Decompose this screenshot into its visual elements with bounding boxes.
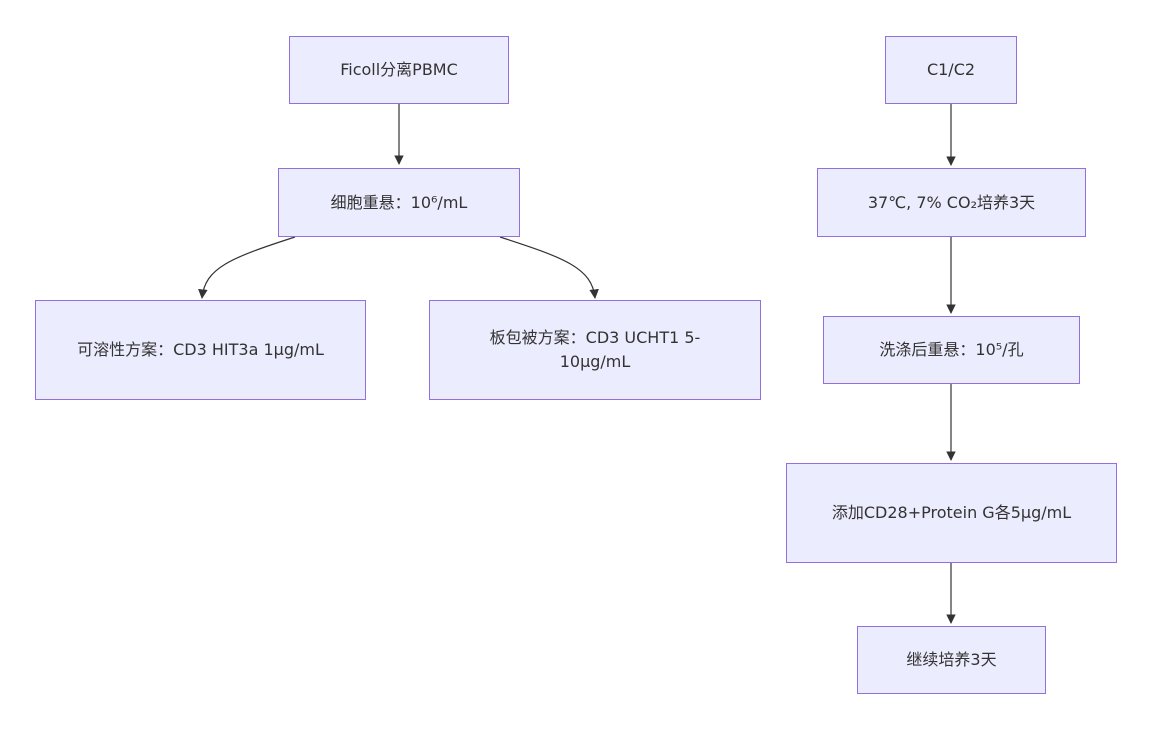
node-ficoll-label: Ficoll分离PBMC [340, 60, 458, 79]
node-resuspend: 细胞重悬：10⁶/mL [278, 168, 520, 237]
node-add-label: 添加CD28+Protein G各5μg/mL [831, 503, 1072, 522]
node-wash-label: 洗涤后重悬：10⁵/孔 [879, 340, 1024, 359]
node-soluble-label: 可溶性方案：CD3 HIT3a 1μg/mL [77, 340, 324, 359]
node-soluble: 可溶性方案：CD3 HIT3a 1μg/mL [35, 300, 366, 400]
node-continue: 继续培养3天 [857, 626, 1046, 694]
node-continue-label: 继续培养3天 [906, 650, 997, 669]
node-culture-label: 37℃, 7% CO₂培养3天 [867, 192, 1036, 212]
edge-resuspend-to-plate [499, 236, 599, 299]
node-ficoll: Ficoll分离PBMC [289, 36, 509, 104]
node-c1c2: C1/C2 [885, 36, 1017, 104]
node-add: 添加CD28+Protein G各5μg/mL [786, 463, 1117, 563]
edge-resuspend-to-soluble [198, 236, 296, 299]
node-c1c2-label: C1/C2 [926, 60, 976, 79]
node-wash: 洗涤后重悬：10⁵/孔 [823, 316, 1080, 384]
node-plate: 板包被方案：CD3 UCHT1 5-10μg/mL [429, 300, 761, 400]
node-plate-label: 板包被方案：CD3 UCHT1 5-10μg/mL [489, 328, 701, 371]
node-culture: 37℃, 7% CO₂培养3天 [817, 168, 1086, 237]
node-resuspend-label: 细胞重悬：10⁶/mL [330, 192, 468, 212]
